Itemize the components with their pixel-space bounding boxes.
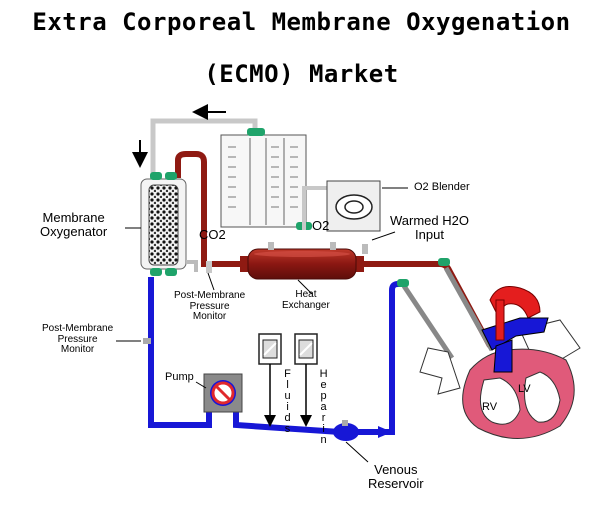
arterial-line-to-heart [364, 261, 493, 348]
heparin-label: Heparin [317, 368, 330, 445]
heat-exchanger-label: Heat Exchanger [282, 289, 330, 311]
fluids-bag [258, 333, 282, 365]
post-membrane-monitor-top-label: Post-Membrane Pressure Monitor [174, 290, 246, 323]
membrane-oxygenator-label-line-2: Oxygenator [40, 223, 108, 239]
post-membrane-top-leader [207, 272, 215, 291]
warmed-h2o-label-line-2: Input [415, 226, 444, 242]
membrane-gas-unit [220, 128, 312, 230]
heat-exchanger-leader [297, 279, 313, 295]
cannulas [397, 258, 495, 360]
blender-line [302, 186, 327, 230]
heat-exchanger [240, 242, 368, 280]
fluids-label: Fluids [281, 368, 294, 434]
post-membrane-top-line-2: Pressure [189, 300, 230, 312]
membrane-oxygenator [140, 172, 187, 276]
warmed-h2o-label-line-1: Warmed H2O [390, 213, 469, 228]
title-line-1: Extra Corporeal Membrane Oxygenation [32, 8, 571, 36]
venous-reservoir-line-1: Venous [374, 462, 418, 477]
heparin-bag [294, 333, 318, 365]
title-line-2: (ECMO) Market [204, 60, 399, 88]
venous-reservoir-line-2: Reservoir [368, 475, 424, 491]
post-membrane-top-line-1: Post-Membrane [174, 290, 246, 301]
o2-blender-label: O2 Blender [414, 181, 470, 193]
pump [203, 373, 243, 413]
rv-label: RV [482, 401, 498, 413]
heart [419, 286, 581, 439]
o2-label: O2 [312, 218, 330, 233]
o2-blender-box [326, 180, 381, 232]
post-membrane-left-line-2: Pressure [57, 333, 98, 345]
post-membrane-top-line-3: Monitor [192, 311, 227, 322]
post-membrane-left-line-1: Post-Membrane [42, 323, 114, 334]
pump-pressure-port [143, 338, 151, 344]
heat-exchanger-line-1: Heat [295, 289, 317, 300]
pump-leader [195, 381, 207, 389]
venous-reservoir-label: Venous Reservoir [368, 463, 424, 490]
warmed-h2o-input-label: Warmed H2O Input [390, 214, 469, 241]
reservoir-leader [345, 441, 369, 463]
post-membrane-left-line-3: Monitor [60, 344, 95, 355]
venous-reservoir [333, 420, 392, 441]
membrane-oxygenator-label: Membrane Oxygenator [40, 211, 107, 238]
co2-label: CO2 [199, 227, 226, 242]
post-membrane-monitor-left-label: Post-Membrane Pressure Monitor [42, 323, 114, 356]
arterial-line-oxygenator [175, 151, 246, 267]
arterial-pressure-port [206, 261, 212, 273]
membrane-oxygenator-label-line-1: Membrane [42, 210, 105, 225]
lv-label: LV [518, 383, 531, 395]
pump-label: Pump [165, 371, 194, 383]
co2-outlet [186, 260, 198, 272]
heat-exchanger-line-2: Exchanger [282, 299, 330, 311]
gas-line [150, 118, 258, 175]
warmed-h2o-leader [371, 231, 396, 241]
